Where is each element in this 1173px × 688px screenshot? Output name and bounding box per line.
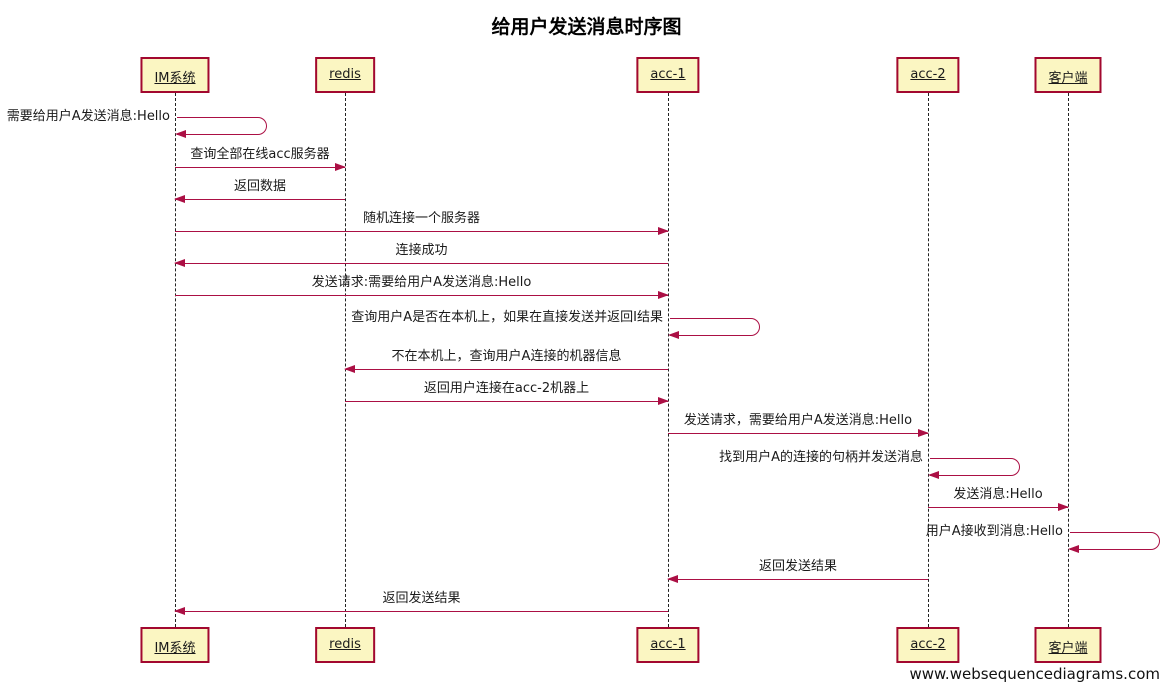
message-self-im bbox=[175, 117, 267, 138]
message-label: 返回数据 bbox=[233, 179, 286, 194]
message-arrow bbox=[667, 574, 928, 583]
actor-client-top: 客户端 bbox=[1034, 57, 1102, 93]
watermark: www.websequencediagrams.com bbox=[909, 665, 1161, 683]
actor-acc-2-top: acc-2 bbox=[896, 57, 960, 93]
message-arrow bbox=[174, 606, 668, 615]
arrowhead-left-icon bbox=[928, 470, 939, 479]
message-label: 发送请求:需要给用户A发送消息:Hello bbox=[311, 275, 532, 290]
message-label: 找到用户A的连接的句柄并发送消息 bbox=[719, 450, 923, 465]
actor-acc-1-top: acc-1 bbox=[636, 57, 700, 93]
message-label: 返回发送结果 bbox=[758, 559, 837, 574]
message-label: 查询全部在线acc服务器 bbox=[190, 147, 330, 162]
self-loop bbox=[930, 458, 1020, 476]
actor-client-label: 客户端 bbox=[1048, 71, 1088, 86]
message-acc-2-acc-1: 返回发送结果 bbox=[667, 559, 928, 583]
message-self-acc-2 bbox=[928, 458, 1020, 479]
message-label: 连接成功 bbox=[395, 243, 448, 258]
message-redis-acc-1: 返回用户连接在acc-2机器上 bbox=[345, 381, 669, 405]
arrowhead-right-icon bbox=[335, 162, 346, 171]
arrowhead-right-icon bbox=[658, 226, 669, 235]
message-label: 随机连接一个服务器 bbox=[362, 211, 480, 226]
message-acc-1-redis: 不在本机上，查询用户A连接的机器信息 bbox=[344, 349, 668, 373]
lifeline-im bbox=[174, 93, 176, 627]
actor-im-bottom: IM系统 bbox=[140, 627, 210, 663]
message-im-acc-1: 随机连接一个服务器 bbox=[175, 211, 669, 235]
arrowhead-left-icon bbox=[344, 364, 355, 373]
arrowhead-left-icon bbox=[174, 258, 185, 267]
arrowhead-left-icon bbox=[1068, 544, 1079, 553]
actor-acc-1-label: acc-1 bbox=[650, 637, 686, 652]
message-label: 用户A接收到消息:Hello bbox=[925, 524, 1063, 539]
message-arrow bbox=[174, 258, 668, 267]
message-arrow bbox=[668, 428, 929, 437]
message-acc-1-acc-2: 发送请求，需要给用户A发送消息:Hello bbox=[668, 413, 929, 437]
arrowhead-left-icon bbox=[667, 574, 678, 583]
message-im-acc-1: 发送请求:需要给用户A发送消息:Hello bbox=[175, 275, 669, 299]
arrowhead-right-icon bbox=[658, 396, 669, 405]
message-self-acc-1 bbox=[668, 318, 760, 339]
arrowhead-left-icon bbox=[668, 330, 679, 339]
arrowhead-right-icon bbox=[1058, 502, 1069, 511]
actor-client-bottom: 客户端 bbox=[1034, 627, 1102, 663]
message-arrow bbox=[174, 194, 345, 203]
actor-acc-1-label: acc-1 bbox=[650, 67, 686, 82]
actor-im-label: IM系统 bbox=[154, 641, 196, 656]
lifeline-client bbox=[1067, 93, 1069, 627]
actor-redis-bottom: redis bbox=[315, 627, 375, 663]
actor-client-label: 客户端 bbox=[1048, 641, 1088, 656]
message-label: 发送请求，需要给用户A发送消息:Hello bbox=[683, 413, 913, 428]
message-label: 需要给用户A发送消息:Hello bbox=[6, 109, 170, 124]
message-arrow bbox=[175, 290, 669, 299]
message-acc-1-im: 返回发送结果 bbox=[174, 591, 668, 615]
actor-redis-label: redis bbox=[329, 67, 361, 82]
actor-redis-top: redis bbox=[315, 57, 375, 93]
actor-acc-2-label: acc-2 bbox=[910, 67, 946, 82]
actor-redis-label: redis bbox=[329, 637, 361, 652]
message-label: 返回发送结果 bbox=[382, 591, 461, 606]
message-arrow bbox=[345, 396, 669, 405]
lifeline-redis bbox=[344, 93, 346, 627]
message-arrow bbox=[175, 226, 669, 235]
self-loop bbox=[177, 117, 267, 135]
diagram-title: 给用户发送消息时序图 bbox=[491, 16, 682, 38]
self-loop bbox=[670, 318, 760, 336]
lifeline-acc-2 bbox=[927, 93, 929, 627]
message-label: 不在本机上，查询用户A连接的机器信息 bbox=[391, 349, 622, 364]
message-arrow bbox=[344, 364, 668, 373]
message-label: 查询用户A是否在本机上，如果在直接发送并返回I结果 bbox=[351, 310, 663, 325]
actor-acc-2-bottom: acc-2 bbox=[896, 627, 960, 663]
message-label: 发送消息:Hello bbox=[953, 487, 1043, 502]
message-acc-2-client: 发送消息:Hello bbox=[928, 487, 1069, 511]
actor-im-top: IM系统 bbox=[140, 57, 210, 93]
message-arrow bbox=[175, 162, 346, 171]
arrowhead-right-icon bbox=[918, 428, 929, 437]
message-self-client bbox=[1068, 532, 1160, 553]
actor-acc-2-label: acc-2 bbox=[910, 637, 946, 652]
actor-acc-1-bottom: acc-1 bbox=[636, 627, 700, 663]
message-redis-im: 返回数据 bbox=[174, 179, 345, 203]
message-acc-1-im: 连接成功 bbox=[174, 243, 668, 267]
message-im-redis: 查询全部在线acc服务器 bbox=[175, 147, 346, 171]
self-loop bbox=[1070, 532, 1160, 550]
message-label: 返回用户连接在acc-2机器上 bbox=[423, 381, 590, 396]
arrowhead-left-icon bbox=[175, 129, 186, 138]
arrowhead-left-icon bbox=[174, 194, 185, 203]
arrowhead-left-icon bbox=[174, 606, 185, 615]
message-arrow bbox=[928, 502, 1069, 511]
arrowhead-right-icon bbox=[658, 290, 669, 299]
lifeline-acc-1 bbox=[667, 93, 669, 627]
actor-im-label: IM系统 bbox=[154, 71, 196, 86]
